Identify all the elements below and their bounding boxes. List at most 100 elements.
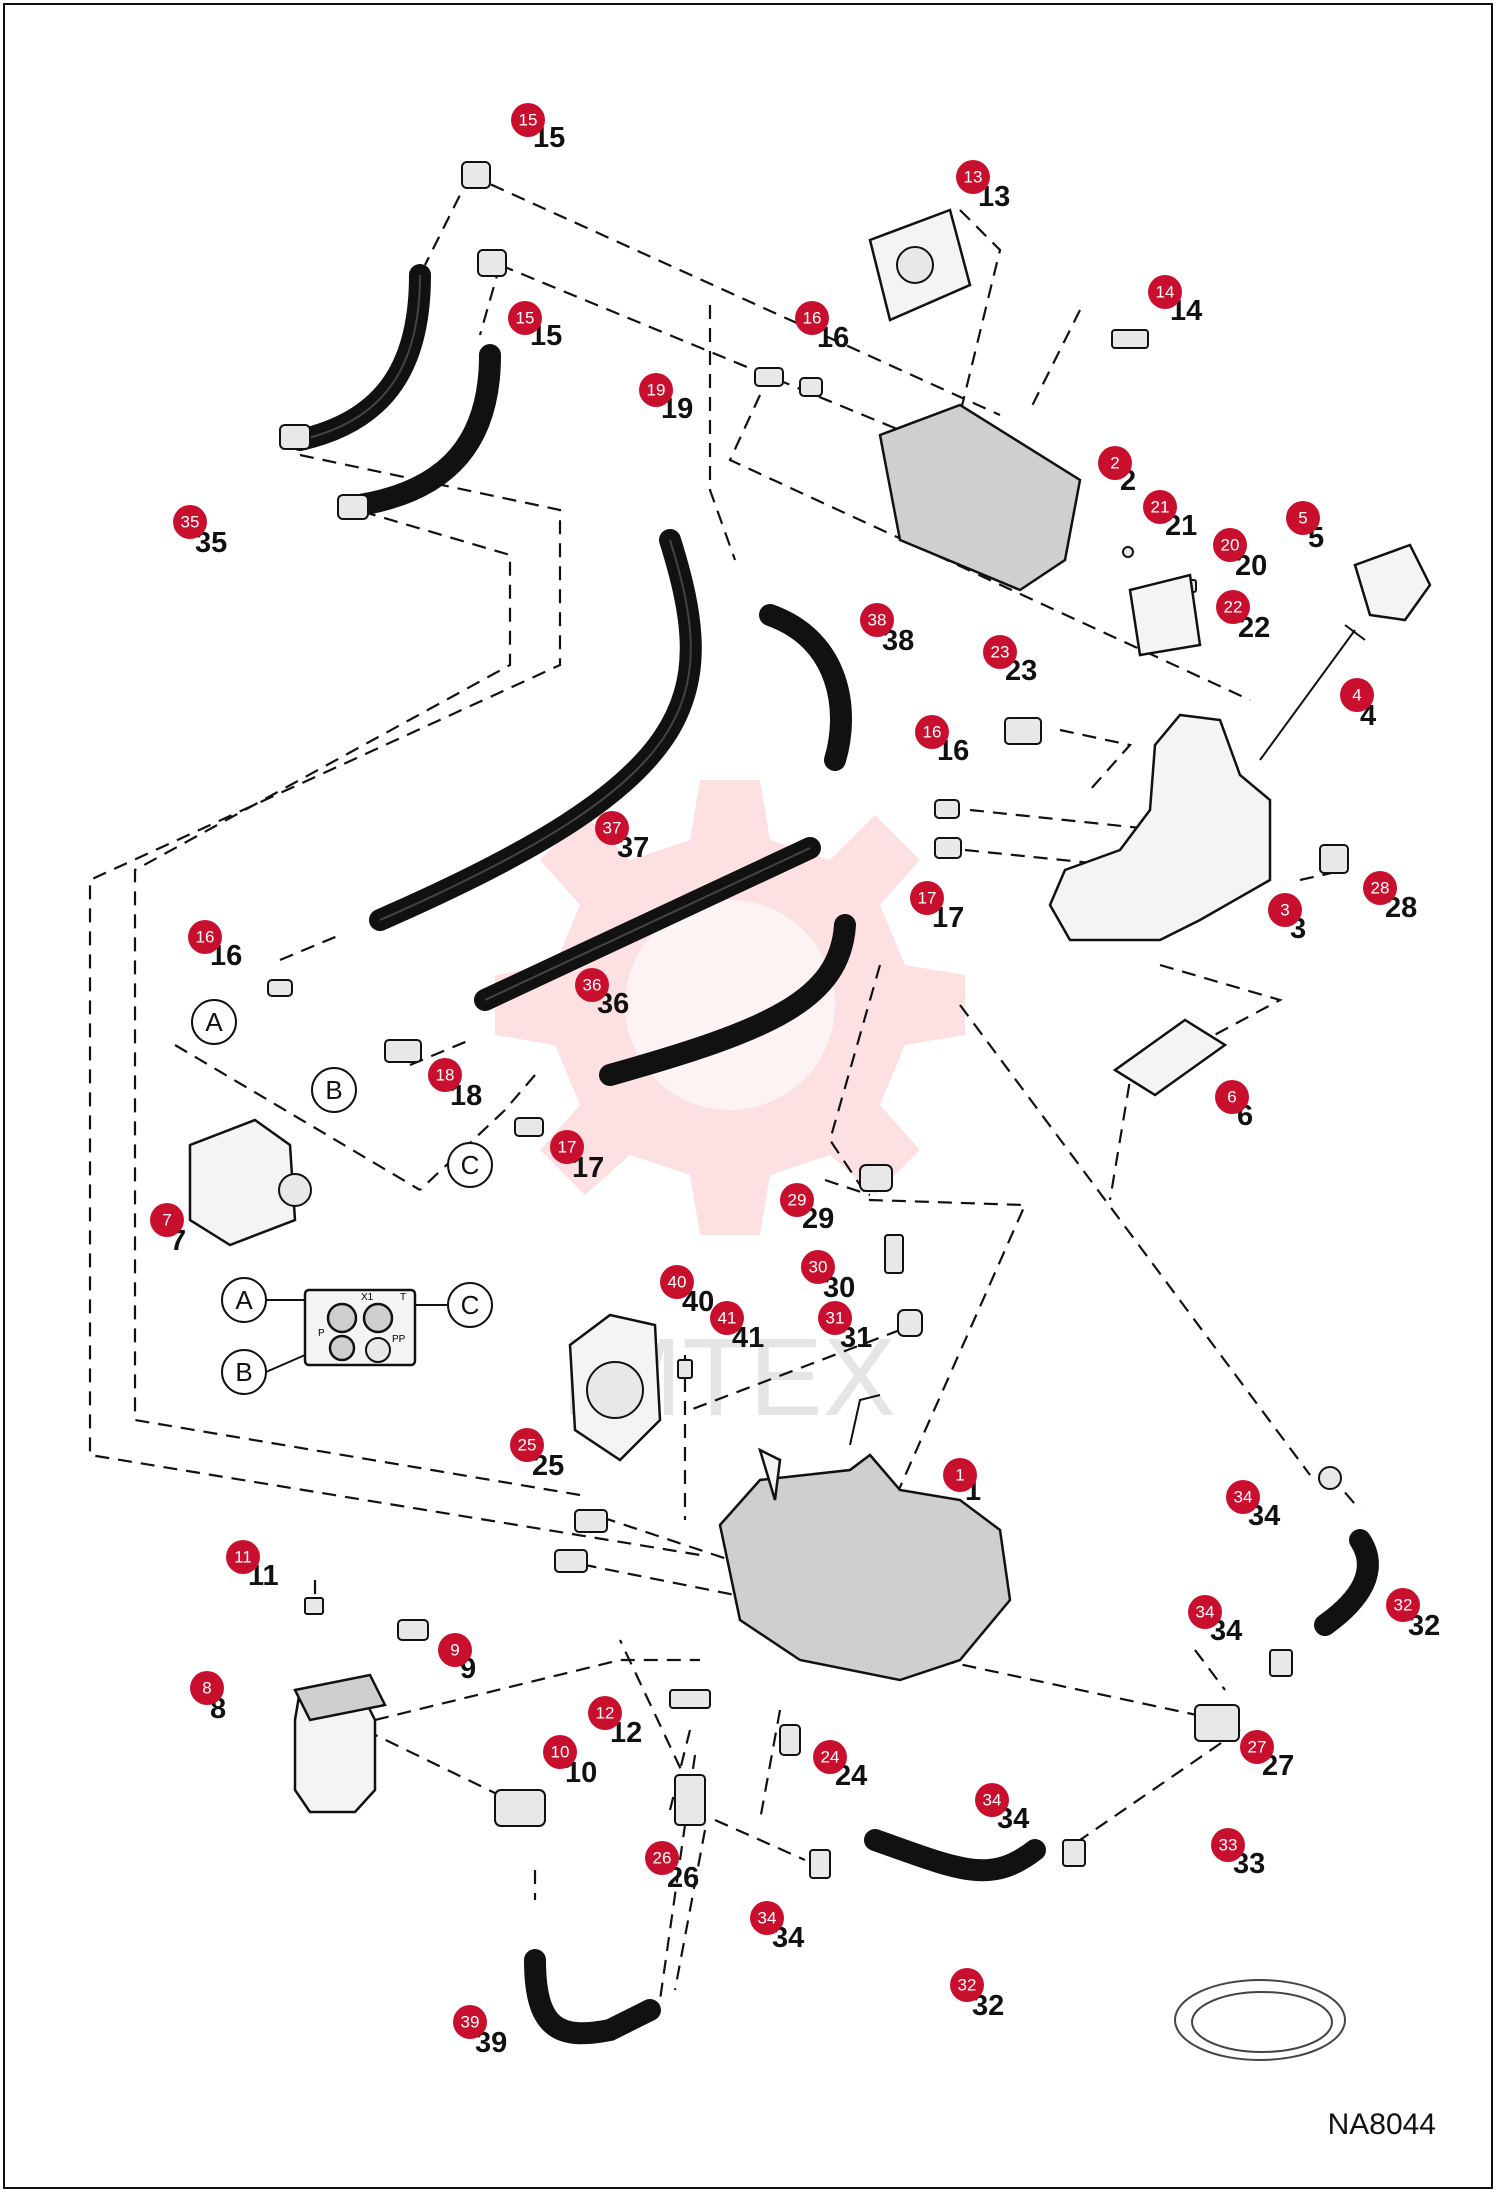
clip-6 — [1112, 1018, 1228, 1097]
callout-badge-label: 1 — [955, 1466, 964, 1485]
callout-badge-label: 21 — [1151, 498, 1170, 517]
hose-32a — [1314, 1529, 1379, 1636]
callout-badge — [1216, 590, 1250, 624]
svg-text:B: B — [235, 1357, 252, 1387]
callout-badge-label: 34 — [983, 1791, 1002, 1810]
fitting-21 — [1122, 546, 1134, 558]
valve-block-2 — [878, 403, 1082, 592]
callout-badge — [943, 1458, 977, 1492]
fitting-elbow-35b — [337, 494, 369, 520]
callout-badge — [150, 1203, 184, 1237]
callout-badge-label: 16 — [196, 928, 215, 947]
callout-badge — [1215, 1080, 1249, 1114]
callout-badge — [645, 1841, 679, 1875]
callout-badge-label: 18 — [436, 1066, 455, 1085]
callout-4: 44 — [1340, 678, 1376, 732]
callout-badge — [1240, 1730, 1274, 1764]
fitting-17 — [514, 1117, 544, 1137]
callout-badge-label: 15 — [516, 309, 535, 328]
callout-badge — [1386, 1588, 1420, 1622]
callout-7: 77 — [150, 1203, 186, 1257]
svg-text:B: B — [325, 1075, 342, 1105]
callout-badge-label: 37 — [603, 819, 622, 838]
callout-badge-label: 12 — [596, 1704, 615, 1723]
reservoir-3 — [1048, 713, 1272, 942]
valve-7 — [188, 1118, 297, 1247]
hose-32b — [864, 1829, 1046, 1882]
callout-badge — [983, 635, 1017, 669]
hose-39 — [524, 1949, 661, 2045]
callout-badge-label: 3 — [1280, 901, 1289, 920]
callout-badge — [1363, 871, 1397, 905]
callout-badge-label: 22 — [1224, 598, 1243, 617]
fitting-25b — [554, 1549, 588, 1573]
callout-badge-label: 39 — [461, 2013, 480, 2032]
port-label-pp: PP — [392, 1334, 406, 1345]
callout-1: 11 — [943, 1458, 981, 1507]
callout-badge-label: 41 — [718, 1309, 737, 1328]
callout-badge-label: 33 — [1219, 1836, 1238, 1855]
callout-badge-label: 6 — [1227, 1088, 1236, 1107]
callout-badge — [1213, 528, 1247, 562]
fitting-14 — [1111, 329, 1149, 349]
callout-badge — [438, 1633, 472, 1667]
fitting-31 — [897, 1309, 923, 1337]
fitting-16a — [799, 377, 823, 397]
fitting-10 — [494, 1789, 546, 1827]
callout-badge — [508, 301, 542, 335]
callout-badge-label: 25 — [518, 1436, 537, 1455]
callout-3: 33 — [1268, 893, 1306, 945]
callout-badge — [511, 103, 545, 137]
callout-5: 55 — [1286, 501, 1324, 554]
port-label-x1: X1 — [361, 1292, 374, 1303]
callout-badge-label: 17 — [918, 889, 937, 908]
hose-38 — [759, 604, 852, 771]
fitting-27 — [1194, 1704, 1240, 1742]
callout-badge — [173, 505, 207, 539]
callout-badge — [1188, 1595, 1222, 1629]
port-c-marker — [447, 1142, 493, 1188]
clamp-34c — [1269, 1649, 1293, 1677]
pump-1 — [718, 1453, 1012, 1682]
fitting-15a — [461, 161, 491, 189]
callout-badge-label: 26 — [653, 1849, 672, 1868]
leader-lines — [88, 173, 1361, 2001]
clamp-34a — [809, 1849, 831, 1879]
callout-badge — [801, 1250, 835, 1284]
dipstick-4 — [1259, 624, 1366, 761]
svg-text:A: A — [205, 1007, 223, 1037]
callout-badge-label: 10 — [551, 1743, 570, 1762]
callout-badge-label: 29 — [788, 1191, 807, 1210]
bracket-22 — [1128, 573, 1202, 657]
callout-badge — [588, 1696, 622, 1730]
fitting-28 — [1319, 844, 1349, 874]
callout-badge-label: 23 — [991, 643, 1010, 662]
callout-badge — [575, 968, 609, 1002]
callout-badge-label: 32 — [1394, 1596, 1413, 1615]
fitting-15b — [477, 249, 507, 277]
fitting-26 — [674, 1774, 706, 1826]
svg-text:A: A — [235, 1285, 253, 1315]
callout-badge-label: 15 — [519, 111, 538, 130]
fitting-elbow-35a — [279, 424, 311, 450]
callout-badge — [795, 301, 829, 335]
